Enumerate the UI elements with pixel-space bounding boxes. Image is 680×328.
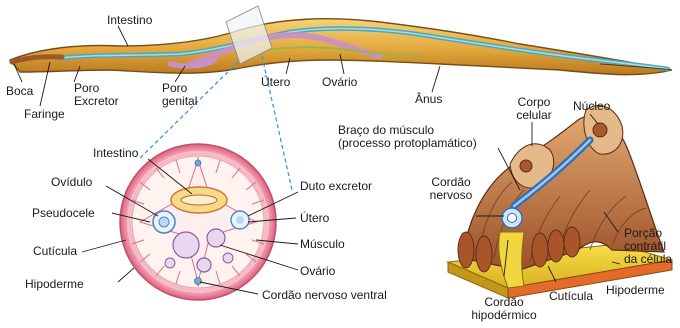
worm-body [10,19,672,75]
label-cordao-hipodermico: Cordão hipodérmico [468,296,540,322]
label-musculo: Músculo [300,238,345,251]
label-utero-worm: Útero [261,76,290,89]
label-braco-musculo: Braço do músculo (processo protoplamátic… [338,124,477,150]
label-cuticula-muscle: Cutícula [549,290,593,303]
label-faringe: Faringe [24,108,65,121]
label-boca: Boca [6,85,33,98]
label-cuticula-section: Cutícula [33,245,77,258]
label-pseudocele: Pseudocele [32,207,95,220]
label-anus: Ânus [415,93,442,106]
label-duto-excretor: Duto excretor [300,180,372,193]
label-intestino-section: Intestino [93,147,138,160]
label-porcao-contratil: Porção contrátil da célula [624,227,672,266]
label-intestino: Intestino [107,14,152,27]
label-corpo-celular: Corpo celular [512,96,556,122]
label-poro-excretor: Poro Excretor [74,82,119,108]
label-ovario-section: Ovário [300,265,335,278]
label-oviduto: Ovídulo [51,176,92,189]
muscle-cell-3d [448,106,672,298]
label-hipoderme-muscle: Hipoderme [606,284,665,297]
label-poro-genital: Poro genital [162,82,197,108]
label-nucleo: Núcleo [573,100,610,113]
label-cordao-nervoso: Cordão nervoso [426,176,476,202]
label-utero-section: Útero [300,212,329,225]
label-hipoderme-section: Hipoderme [25,278,84,291]
label-ovario-worm: Ovário [322,76,357,89]
label-cordao-ventral: Cordão nervoso ventral [262,289,387,302]
